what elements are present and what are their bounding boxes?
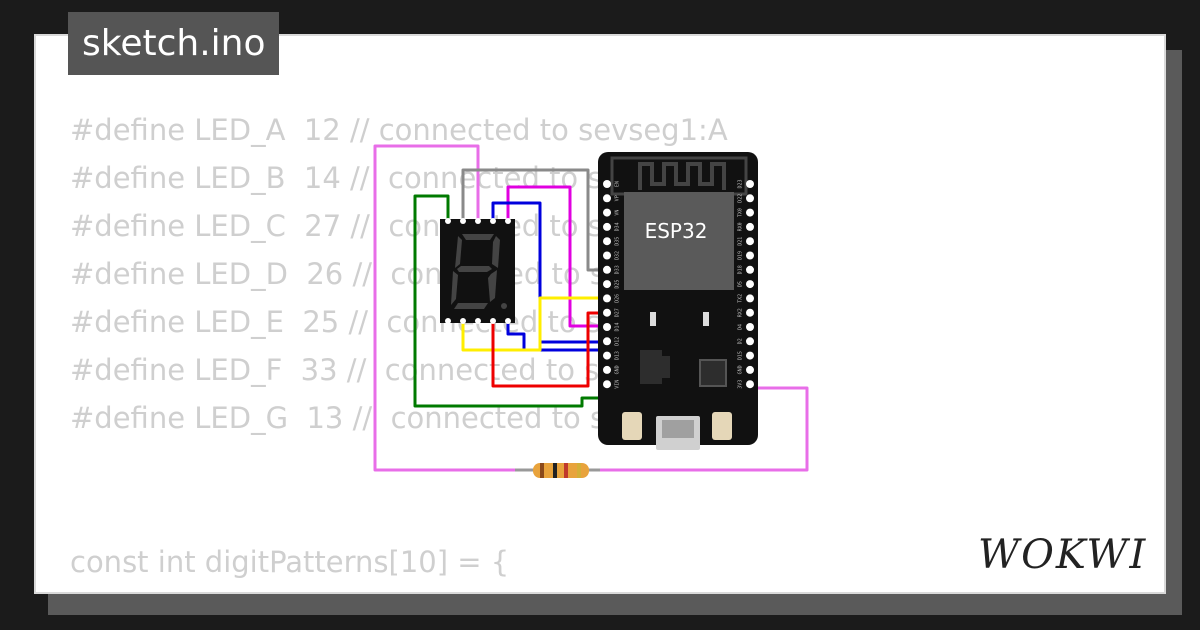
pin-label: D21 xyxy=(738,237,744,246)
header-pin[interactable] xyxy=(746,351,754,360)
header-pin[interactable] xyxy=(746,280,754,289)
pin-label: D12 xyxy=(615,337,621,346)
wire-pink-3v3 xyxy=(373,144,809,472)
wire-gray xyxy=(461,168,607,272)
code-line: #define LED_F 33 // connected to s xyxy=(70,353,600,387)
header-pin[interactable] xyxy=(603,351,611,360)
pin-label: D26 xyxy=(615,294,621,303)
esp32-board: ESP32 ENVPVND34D35D32D33D25D26D27D14D12D… xyxy=(598,152,758,450)
code-line: #define LED_A 12 // connected to sevseg1… xyxy=(70,113,728,147)
header-pin[interactable] xyxy=(746,194,754,203)
wire-blue-top xyxy=(491,201,607,344)
pin-label: D5 xyxy=(738,281,744,287)
header-pin[interactable] xyxy=(746,237,754,246)
header-pin[interactable] xyxy=(603,365,611,374)
pin-label: D13 xyxy=(615,351,621,360)
header-pin[interactable] xyxy=(746,251,754,260)
pin-label: D4 xyxy=(738,324,744,330)
pin-label: D15 xyxy=(738,351,744,360)
pin-label: D27 xyxy=(615,308,621,317)
wire-magenta xyxy=(506,185,607,328)
header-pin[interactable] xyxy=(603,280,611,289)
resistor xyxy=(515,463,600,478)
wokwi-logo: WOKWI xyxy=(978,532,1147,578)
pin-label: VIN xyxy=(615,380,621,389)
pin-label: D22 xyxy=(738,194,744,203)
header-pin[interactable] xyxy=(746,208,754,217)
pin-label: GND xyxy=(738,365,744,374)
pin-label: RX2 xyxy=(738,308,744,317)
header-pin[interactable] xyxy=(746,265,754,274)
pin-label: D19 xyxy=(738,251,744,260)
header-pin[interactable] xyxy=(603,265,611,274)
pin-label: D23 xyxy=(738,179,744,188)
chip-label: ESP32 xyxy=(645,219,708,243)
header-pin[interactable] xyxy=(746,294,754,303)
pin-label: TX2 xyxy=(738,294,744,303)
header-pin[interactable] xyxy=(746,180,754,188)
header-pin[interactable] xyxy=(603,180,611,188)
pin-label: D34 xyxy=(615,222,621,231)
header-pin[interactable] xyxy=(603,323,611,331)
wire-yellow xyxy=(461,296,607,352)
pin-label: D33 xyxy=(615,265,621,274)
pin-label: D18 xyxy=(738,265,744,274)
pin-label: TX0 xyxy=(738,208,744,217)
header-pin[interactable] xyxy=(746,222,754,231)
pin-label: VN xyxy=(615,210,621,216)
header-pin[interactable] xyxy=(746,380,754,389)
code-line: const int digitPatterns[10] = { xyxy=(70,545,510,579)
header-pin[interactable] xyxy=(603,308,611,317)
brand-name: WOKWI xyxy=(978,532,1147,578)
header-pin[interactable] xyxy=(603,194,611,203)
header-pin[interactable] xyxy=(603,380,611,389)
pin-label: D32 xyxy=(615,251,621,260)
header-pin[interactable] xyxy=(603,294,611,303)
header-pin[interactable] xyxy=(746,323,754,331)
header-pin[interactable] xyxy=(746,308,754,317)
pin-label: VP xyxy=(615,195,621,201)
header-pin[interactable] xyxy=(603,237,611,246)
header-pin[interactable] xyxy=(746,337,754,346)
pin-label: D35 xyxy=(615,237,621,246)
file-tab[interactable]: sketch.ino xyxy=(68,12,280,75)
wires xyxy=(373,144,809,472)
header-pin[interactable] xyxy=(603,251,611,260)
header-pin[interactable] xyxy=(746,365,754,374)
header-pin[interactable] xyxy=(603,337,611,346)
pin-label: 3V3 xyxy=(738,380,744,389)
pin-label: EN xyxy=(615,181,621,187)
pin-label: RX0 xyxy=(738,222,744,231)
header-pin[interactable] xyxy=(603,222,611,231)
wire-blue-bottom xyxy=(506,322,607,352)
pin-label: D14 xyxy=(615,322,621,331)
pin-label: D25 xyxy=(615,280,621,289)
seven-segment-display: 8 xyxy=(440,218,515,324)
wire-green xyxy=(413,194,607,408)
pin-label: D2 xyxy=(738,338,744,344)
header-pin[interactable] xyxy=(603,208,611,217)
wire-red xyxy=(491,311,607,388)
pin-label: GND xyxy=(615,365,621,374)
